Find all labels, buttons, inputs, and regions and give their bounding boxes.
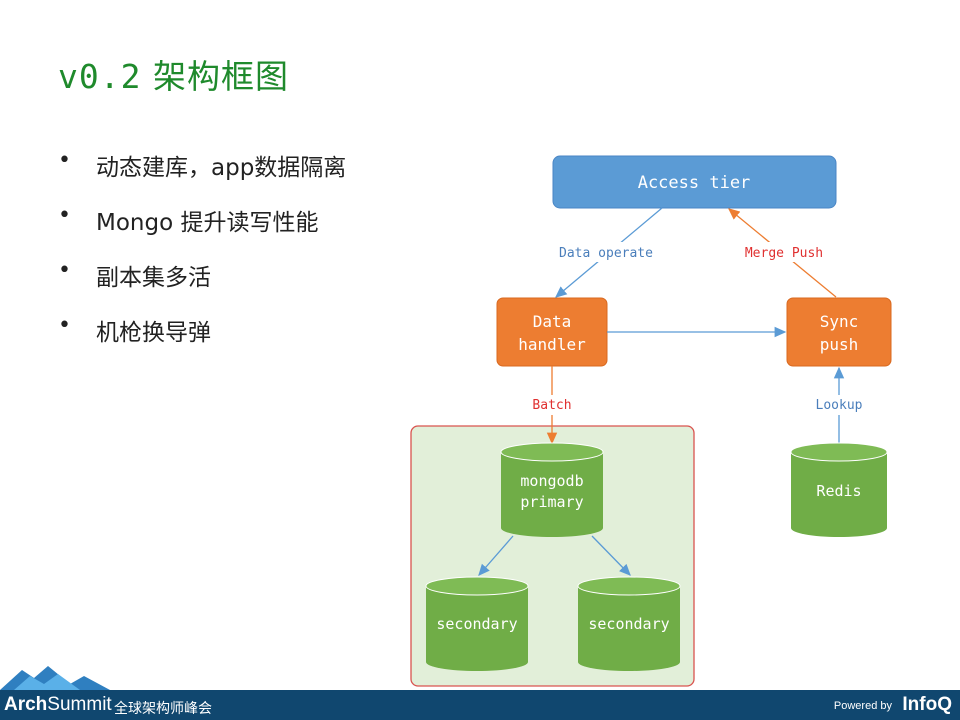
architecture-diagram: Access tier Data handler Sync push Data … <box>410 155 892 687</box>
sync-push-label-1: Sync <box>820 312 859 331</box>
page-title: v0.2 架构框图 <box>58 50 289 98</box>
redis-label: Redis <box>816 482 861 500</box>
bullet-item: 动态建库，app数据隔离 <box>58 148 346 203</box>
redis-cylinder <box>790 442 888 537</box>
secondary-2-cylinder <box>577 576 681 671</box>
bullet-list: 动态建库，app数据隔离 Mongo 提升读写性能 副本集多活 机枪换导弹 <box>58 148 346 368</box>
arrow-primary-to-secondary-2 <box>591 535 631 576</box>
title-text: 架构框图 <box>152 57 289 96</box>
data-handler-label-1: Data <box>533 312 572 331</box>
label-lookup: Lookup <box>816 398 863 413</box>
sync-push-box <box>786 297 892 367</box>
access-tier-box <box>552 155 837 209</box>
label-batch: Batch <box>532 398 571 413</box>
archsummit-logo: ArchSummit <box>4 694 112 716</box>
mongodb-label-2: primary <box>520 493 583 511</box>
bullet-item: 机枪换导弹 <box>58 313 346 368</box>
secondary-1-cylinder <box>425 576 529 671</box>
powered-by-text: Powered by <box>833 700 892 712</box>
sync-push-label-2: push <box>820 335 859 354</box>
mountain-logo-icon <box>0 666 110 690</box>
logo-bold: Arch <box>4 694 48 715</box>
bullet-item: Mongo 提升读写性能 <box>58 203 346 258</box>
mongodb-primary-cylinder <box>500 442 604 537</box>
title-version: v0.2 <box>58 57 142 96</box>
arrow-primary-to-secondary-1 <box>478 535 514 576</box>
access-tier-label: Access tier <box>638 173 751 193</box>
logo-light: Summit <box>47 694 112 715</box>
label-data-operate: Data operate <box>559 246 653 261</box>
label-merge-push: Merge Push <box>745 246 823 261</box>
data-handler-label-2: handler <box>518 335 586 354</box>
infoq-logo: InfoQ <box>902 694 952 715</box>
mongodb-label-1: mongodb <box>520 472 583 490</box>
secondary-1-label: secondary <box>436 615 517 633</box>
footer-bar: ArchSummit 全球架构师峰会 Powered by InfoQ <box>0 690 960 720</box>
secondary-2-label: secondary <box>588 615 669 633</box>
bullet-item: 副本集多活 <box>58 258 346 313</box>
data-handler-box <box>496 297 608 367</box>
footer-subtitle: 全球架构师峰会 <box>114 701 212 717</box>
